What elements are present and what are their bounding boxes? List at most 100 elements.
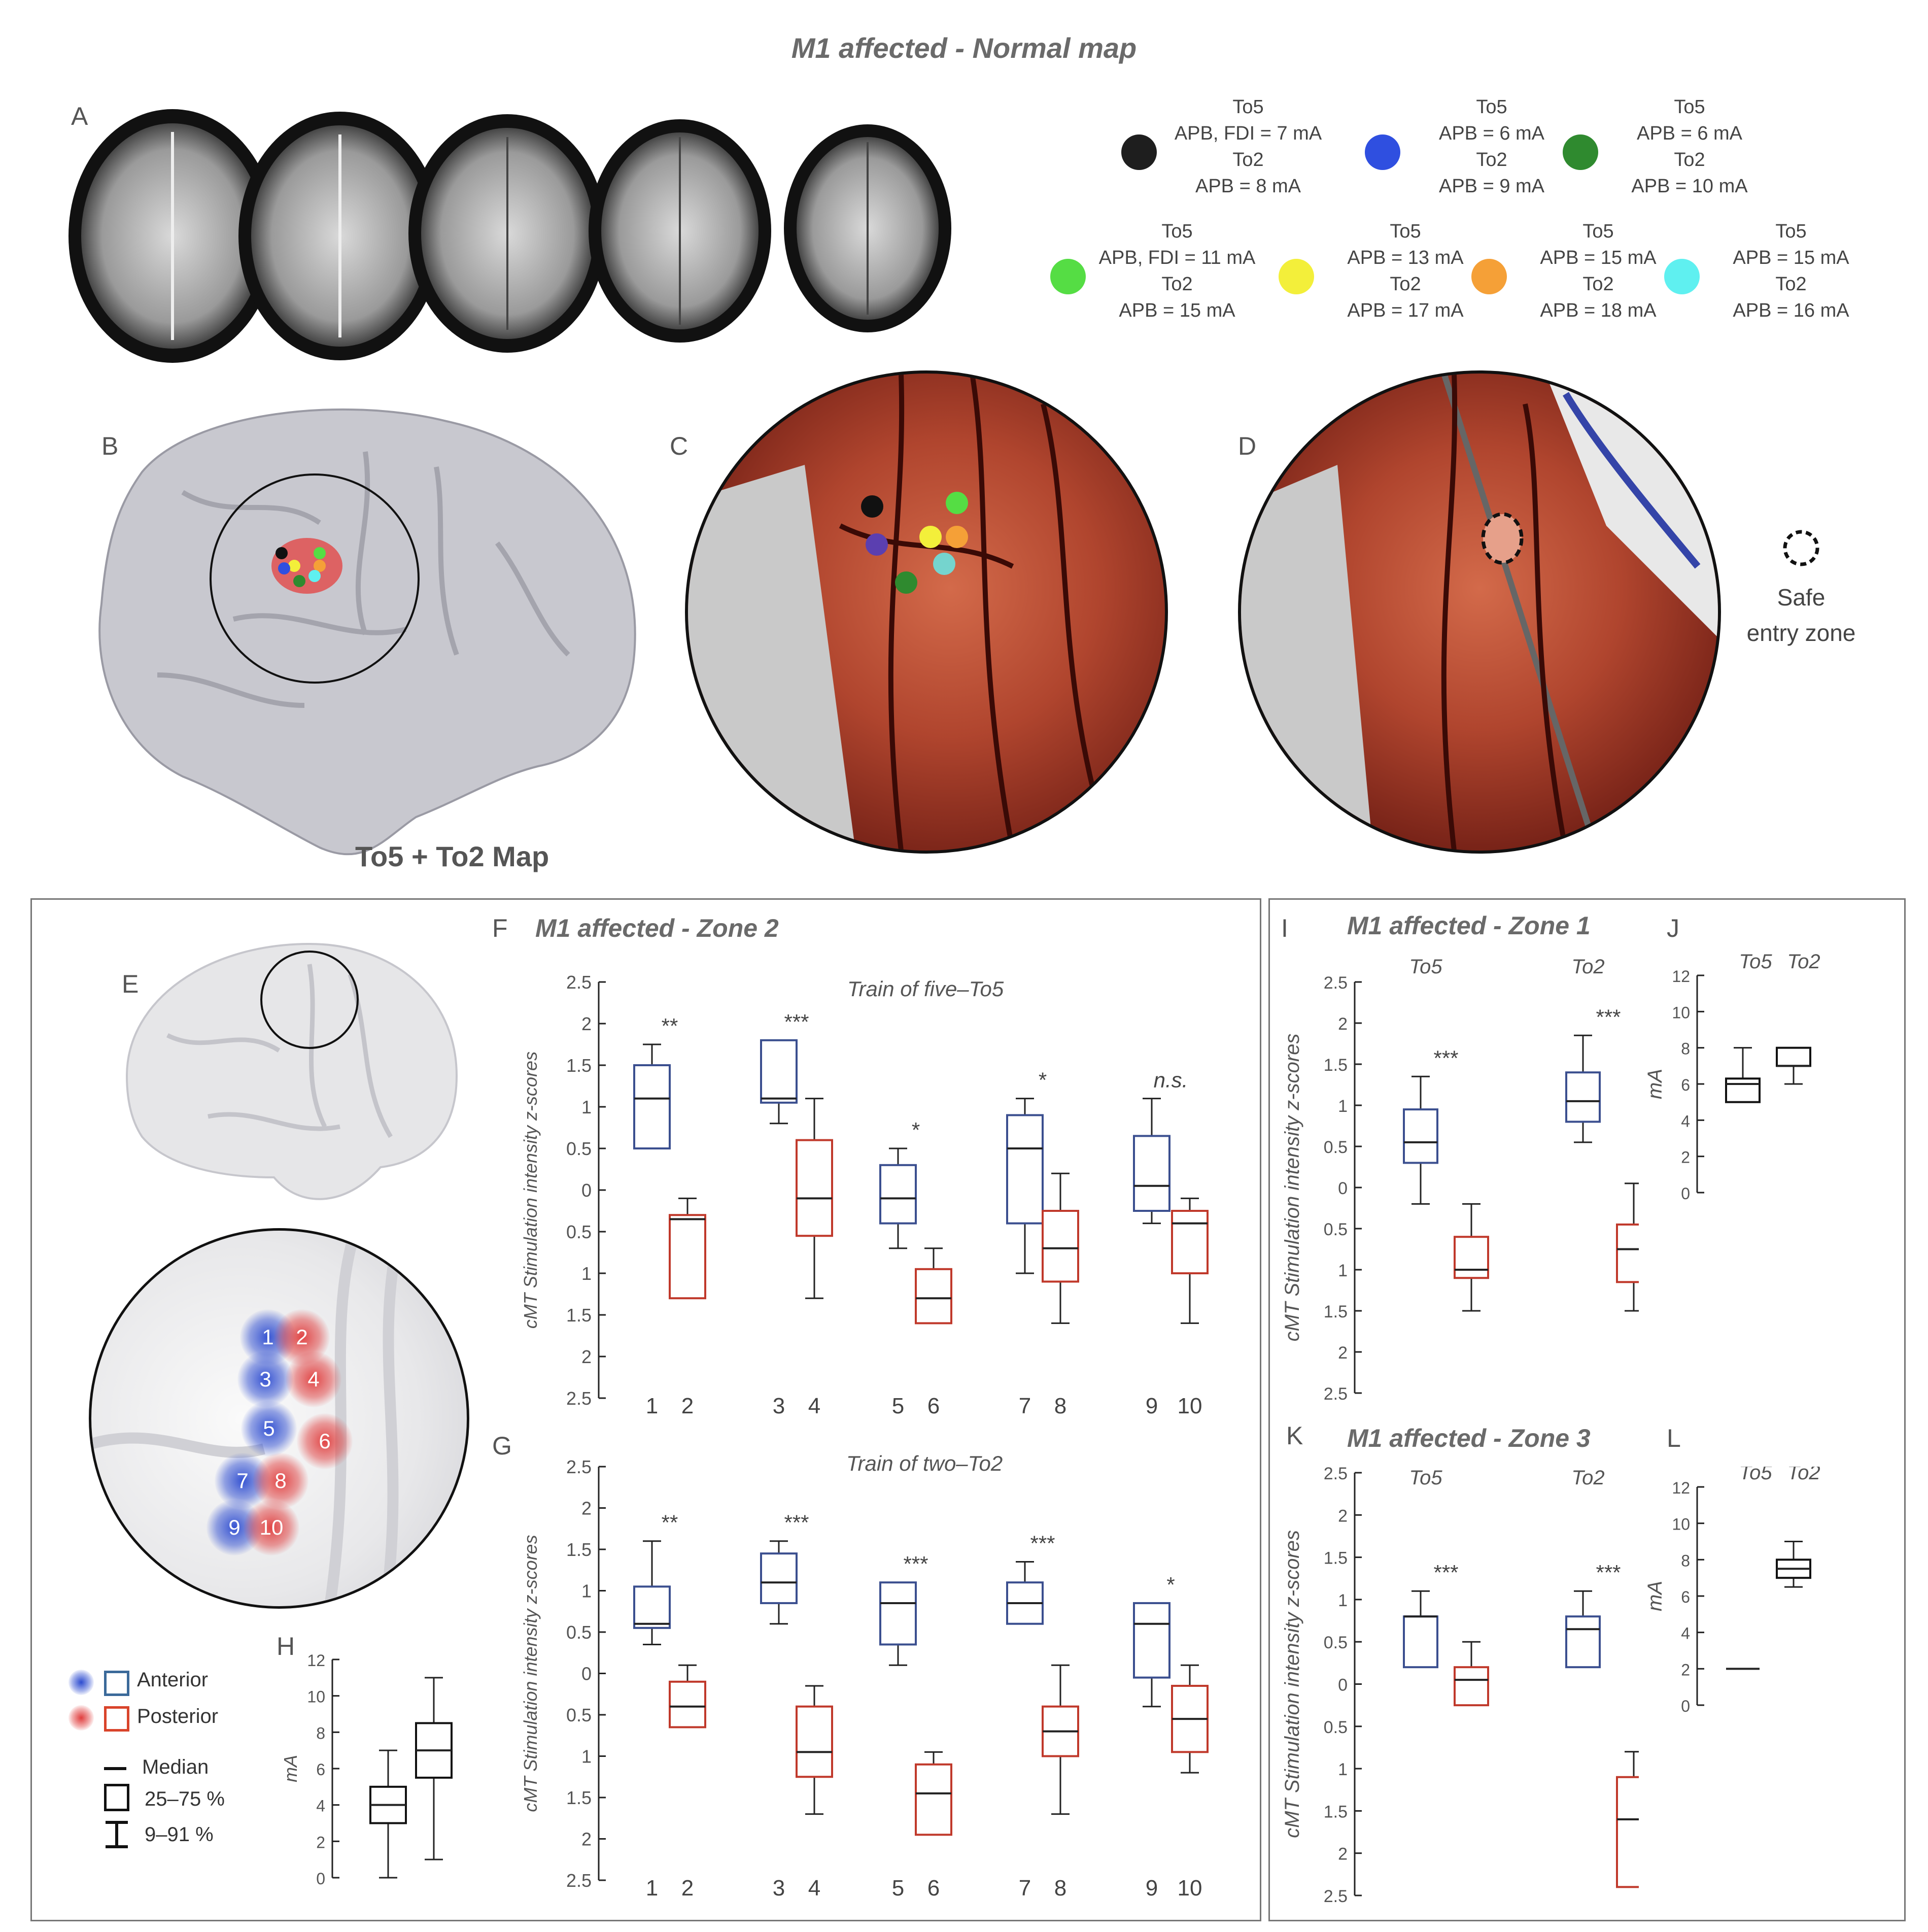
significance-label: *** (784, 1511, 809, 1535)
y-tick-label: 0.5 (1324, 1633, 1348, 1652)
y-tick-label: 1 (1338, 1261, 1348, 1280)
legend-line: To5 (1390, 221, 1421, 242)
category-label: 8 (1054, 1394, 1066, 1418)
zone-marker-label: 1 (262, 1325, 274, 1349)
legend-dot-4 (1050, 259, 1086, 294)
y-tick-label: 0.5 (566, 1705, 592, 1725)
y-tick-label: 0 (316, 1870, 325, 1888)
category-label: 6 (927, 1394, 940, 1418)
median-label: Median (142, 1756, 209, 1778)
y-tick-label: 0.5 (566, 1222, 592, 1242)
box-posterior (669, 1214, 706, 1300)
posterior-box-icon (104, 1706, 129, 1732)
group-label: To2 (1571, 956, 1604, 978)
legend-line: To5 (1161, 221, 1193, 242)
legend-dot-7 (1664, 259, 1700, 294)
legend-line: APB = 10 mA (1631, 176, 1748, 197)
group-label: To5 (1739, 1467, 1772, 1484)
significance-label: ** (662, 1014, 678, 1038)
box-anterior (760, 1552, 798, 1604)
legend-line: APB = 15 mA (1540, 247, 1657, 268)
iqr-box-icon (104, 1784, 129, 1811)
anterior-box-icon (104, 1671, 129, 1696)
cortex-with-tool (1241, 374, 1718, 851)
legend-line: To5 (1582, 221, 1614, 242)
legend-dot-3 (1563, 134, 1598, 170)
panel-letter-c: C (670, 432, 688, 460)
panel-letter-f: F (492, 914, 508, 942)
zone13-frame (1268, 898, 1906, 1921)
y-axis-label: mA (1646, 1069, 1666, 1099)
cortex-vessels (688, 374, 1107, 851)
box-anterior (760, 1039, 798, 1104)
legend-line: To2 (1476, 149, 1507, 171)
y-tick-label: 1.5 (1324, 1549, 1348, 1568)
safe-zone-label-2: entry zone (1746, 620, 1856, 646)
box-posterior (1454, 1236, 1489, 1279)
zoom-gyri (91, 1231, 401, 1606)
panel-letter-d: D (1238, 432, 1257, 460)
category-label: 3 (773, 1394, 785, 1418)
y-tick-label: 4 (316, 1797, 325, 1815)
y-axis-label: cMT Stimulation intensity z-scores (1281, 1530, 1303, 1838)
significance-label: *** (1596, 1005, 1621, 1029)
y-tick-label: 10 (1672, 1003, 1690, 1022)
panel-letter-e: E (122, 970, 139, 998)
y-tick-label: 2.5 (1324, 973, 1348, 993)
category-label: 3 (773, 1876, 785, 1901)
significance-label: * (912, 1118, 920, 1142)
y-tick-label: 0.5 (1324, 1220, 1348, 1239)
zone2-frame (30, 898, 1261, 1921)
box-posterior (915, 1763, 952, 1836)
legend-line: APB = 6 mA (1438, 123, 1545, 144)
y-tick-label: 1.5 (1324, 1056, 1348, 1075)
y-tick-label: 2 (1338, 1014, 1348, 1034)
zone-marker-label: 5 (263, 1416, 275, 1440)
category-label: 9 (1146, 1876, 1158, 1901)
zone-marker-label: 7 (236, 1469, 249, 1493)
legend-line: To2 (1390, 274, 1421, 295)
y-tick-label: 1 (1338, 1591, 1348, 1610)
zone1-title: M1 affected - Zone 1 (1347, 911, 1591, 940)
significance-label: * (1166, 1573, 1175, 1597)
category-label: 4 (808, 1876, 820, 1901)
legend-line: APB = 17 mA (1347, 300, 1464, 321)
y-tick-label: 6 (1681, 1588, 1690, 1606)
y-tick-label: 8 (1681, 1040, 1690, 1058)
y-tick-label: 0.5 (566, 1138, 592, 1159)
legend-dot-6 (1471, 259, 1507, 294)
zone-marker-4 (286, 1351, 341, 1407)
y-tick-label: 2 (1681, 1148, 1690, 1167)
whisker-icon (106, 1821, 128, 1848)
group-label: To5 (1409, 1467, 1442, 1489)
zone-marker-label: 6 (319, 1429, 331, 1453)
category-label: 10 (1178, 1394, 1202, 1418)
group-label: To2 (1787, 1467, 1820, 1484)
box-anterior (879, 1581, 917, 1646)
y-tick-label: 1 (1338, 1097, 1348, 1116)
y-tick-label: 10 (307, 1688, 325, 1706)
y-axis-label: cMT Stimulation intensity z-scores (1281, 1034, 1303, 1342)
safe-entry-zone-icon (1783, 530, 1819, 566)
significance-label: *** (1433, 1561, 1458, 1584)
surgical-photo-entry (1238, 370, 1721, 854)
y-tick-label: 1.5 (566, 1305, 592, 1326)
zone3-title: M1 affected - Zone 3 (1347, 1424, 1591, 1452)
group-label: To5 (1739, 954, 1772, 973)
significance-label: *** (1030, 1531, 1055, 1555)
y-tick-label: 4 (1681, 1112, 1690, 1130)
legend-line: To5 (1775, 221, 1807, 242)
box-anterior (1565, 1615, 1601, 1669)
y-tick-label: 2.5 (1324, 1384, 1348, 1404)
category-label: 5 (892, 1394, 904, 1418)
legend-line: APB = 16 mA (1733, 300, 1849, 321)
y-tick-label: 1 (581, 1746, 592, 1767)
f-subtitle: Train of five–To5 (847, 977, 1004, 1001)
box-posterior (1171, 1210, 1209, 1274)
y-tick-label: 0 (1681, 1184, 1690, 1203)
y-tick-label: 1.5 (566, 1539, 592, 1560)
panel-letter-h: H (277, 1632, 295, 1660)
